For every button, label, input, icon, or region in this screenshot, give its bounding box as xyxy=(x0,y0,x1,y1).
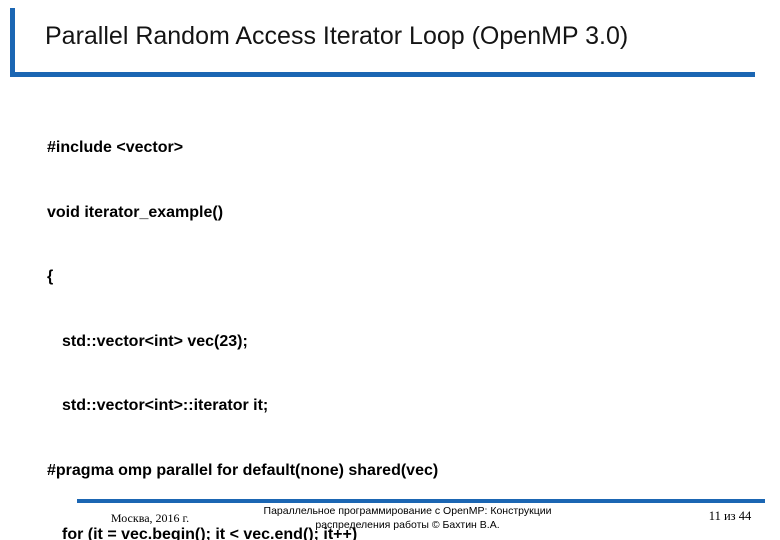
footer-location-date: Москва, 2016 г. xyxy=(110,511,190,525)
footer-credit-line2: распределения работы © Бахтин В.А. xyxy=(315,518,500,531)
code-line: { xyxy=(47,268,54,285)
page-number: 11 из 44 xyxy=(708,509,752,523)
code-block: #include <vector> void iterator_example(… xyxy=(47,94,438,540)
code-line: #pragma omp parallel for default(none) s… xyxy=(47,461,439,479)
header-accent-rule xyxy=(10,72,755,77)
code-line: std::vector<int> vec(23); xyxy=(62,332,248,350)
code-line: void iterator_example() xyxy=(47,203,224,221)
code-line: #include <vector> xyxy=(47,139,184,156)
slide-title: Parallel Random Access Iterator Loop (Op… xyxy=(45,22,629,50)
footer-credit: Параллельное программирование с OpenMP: … xyxy=(230,505,585,532)
footer-credit-line1: Параллельное программирование с OpenMP: … xyxy=(263,505,552,517)
code-line: std::vector<int>::iterator it; xyxy=(62,397,269,414)
footer-accent-rule xyxy=(77,499,765,503)
code-line: for (it = vec.begin(); it < vec.end(); i… xyxy=(62,526,358,540)
header-accent-vertical-bar xyxy=(10,8,15,77)
